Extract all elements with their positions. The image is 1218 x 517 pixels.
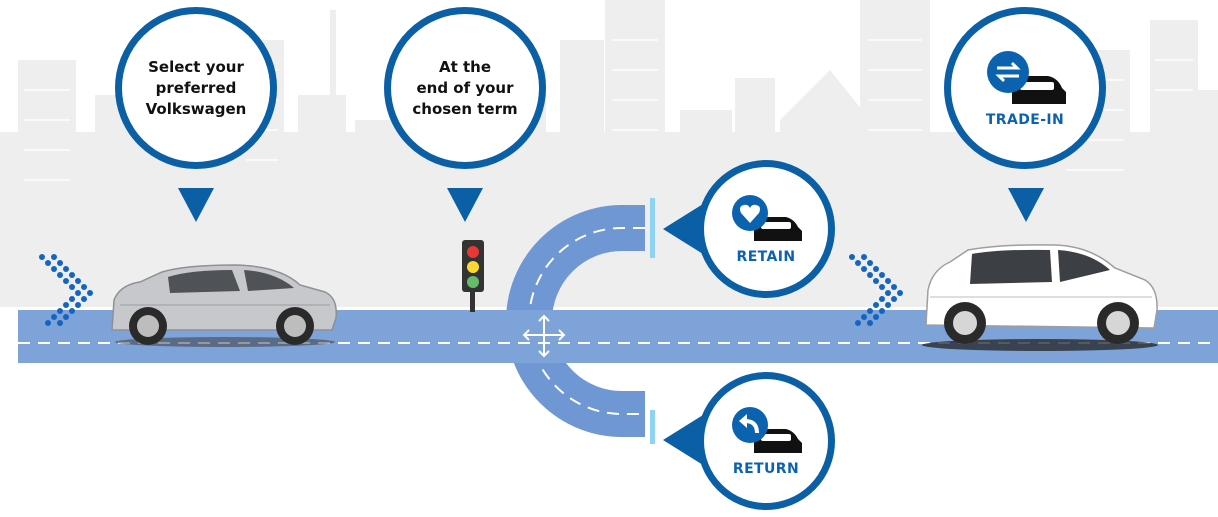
- chevrons-left: [39, 254, 93, 326]
- return-arrow-car-icon: [728, 405, 804, 457]
- heart-car-icon: [728, 193, 804, 245]
- chevrons-right: [849, 254, 903, 326]
- swap-arrows-car-icon: [982, 48, 1068, 108]
- suv-car: [922, 244, 1158, 351]
- step-end-term-line-3: chosen term: [412, 99, 518, 118]
- bubble-pointers: [178, 188, 1044, 465]
- retain-label: RETAIN: [736, 249, 796, 265]
- hatchback-car: [111, 264, 338, 347]
- step-end-term-line-2: end of your: [416, 78, 514, 97]
- return-label: RETURN: [732, 461, 800, 477]
- step-select-line-2: preferred: [155, 78, 237, 97]
- step-select-line-3: Volkswagen: [145, 99, 247, 118]
- option-retain-bubble: RETAIN: [697, 160, 835, 298]
- option-trade-in-bubble: TRADE-IN: [944, 7, 1106, 169]
- return-stop-line: [650, 410, 655, 444]
- traffic-light: [462, 240, 484, 312]
- intersection-arrows-icon: [522, 314, 566, 358]
- retain-stop-line: [650, 198, 655, 258]
- trade-in-label: TRADE-IN: [985, 112, 1065, 128]
- step-select-line-1: Select your: [148, 57, 244, 76]
- option-return-bubble: RETURN: [697, 372, 835, 510]
- step-end-term-line-1: At the: [438, 57, 492, 76]
- step-end-term-bubble: At the end of your chosen term: [384, 7, 546, 169]
- step-select-bubble: Select your preferred Volkswagen: [115, 7, 277, 169]
